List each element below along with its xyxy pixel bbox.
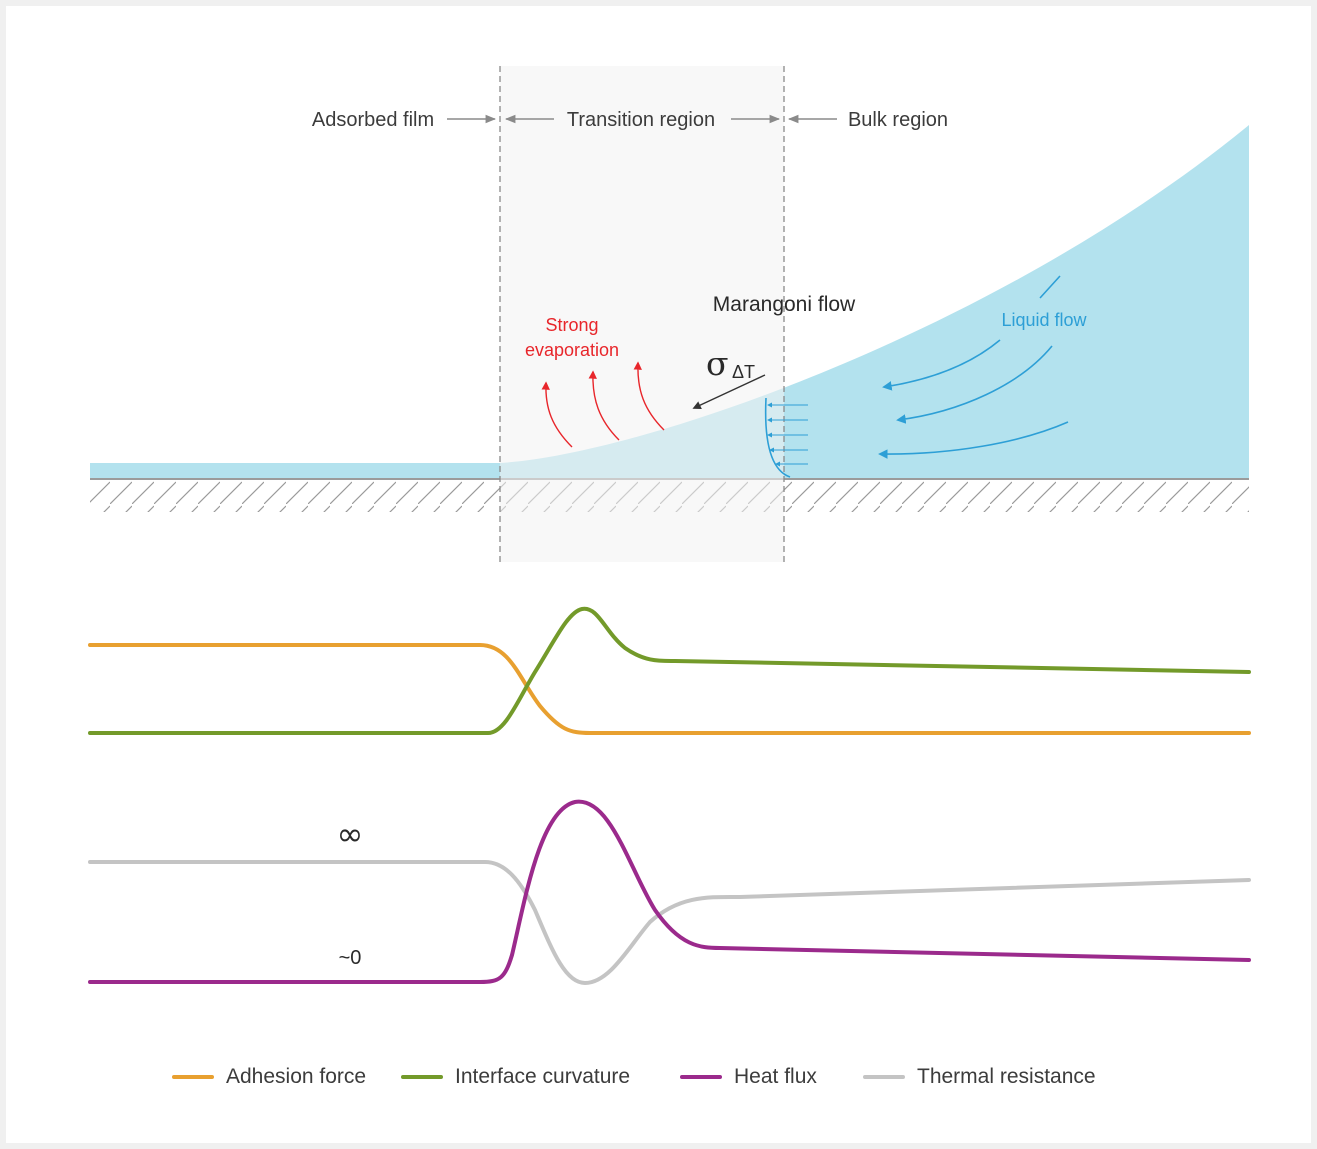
strong-evaporation-label-line2: evaporation: [525, 340, 619, 360]
legend-label: Heat flux: [734, 1065, 817, 1088]
legend-item-interface-curvature: Interface curvature: [401, 1064, 630, 1090]
legend-item-adhesion-force: Adhesion force: [172, 1064, 366, 1090]
evaporation-arrow: [588, 370, 620, 441]
legend-item-thermal-resistance: Thermal resistance: [863, 1064, 1096, 1090]
legend-swatch: [680, 1075, 722, 1079]
liquid-flow-label: Liquid flow: [1001, 310, 1087, 330]
evaporation-arrow: [541, 381, 573, 448]
liquid-flow-arrow: [878, 421, 1069, 459]
transition-region-label: Transition region: [567, 109, 715, 131]
marangoni-arrow: [692, 374, 766, 409]
legend-item-heat-flux: Heat flux: [680, 1064, 817, 1090]
legend-swatch: [172, 1075, 214, 1079]
liquid-flow-arrow: [882, 339, 1001, 391]
legend-swatch: [401, 1075, 443, 1079]
transition-region-box: [500, 66, 784, 562]
adsorbed-film-label: Adsorbed film: [312, 109, 434, 131]
sigma-symbol: σ: [706, 344, 729, 383]
liquid-flow-stroke: [1039, 275, 1061, 299]
legend-label: Interface curvature: [455, 1065, 631, 1088]
thermal-resistance-curve: [88, 860, 1251, 986]
liquid-meniscus: [90, 125, 1249, 478]
liquid-flow-arrow: [896, 345, 1053, 424]
adhesion-force-curve: [88, 643, 1251, 735]
infinity-label: ∞: [337, 815, 364, 853]
legend-label: Adhesion force: [226, 1065, 367, 1088]
marangoni-flow-label: Marangoni flow: [713, 293, 856, 316]
evaporation-arrow: [633, 361, 665, 431]
interface-curvature-curve: [88, 606, 1251, 735]
legend: Adhesion force Interface curvature Heat …: [0, 1064, 1317, 1090]
strong-evaporation-label-line1: Strong: [545, 315, 598, 335]
heat-flux-curve: [88, 799, 1251, 984]
approx-zero-label: ~0: [339, 947, 362, 969]
legend-label: Thermal resistance: [917, 1065, 1096, 1088]
bulk-region-label: Bulk region: [848, 109, 948, 131]
legend-swatch: [863, 1075, 905, 1079]
sigma-subscript: ΔT: [732, 362, 755, 382]
